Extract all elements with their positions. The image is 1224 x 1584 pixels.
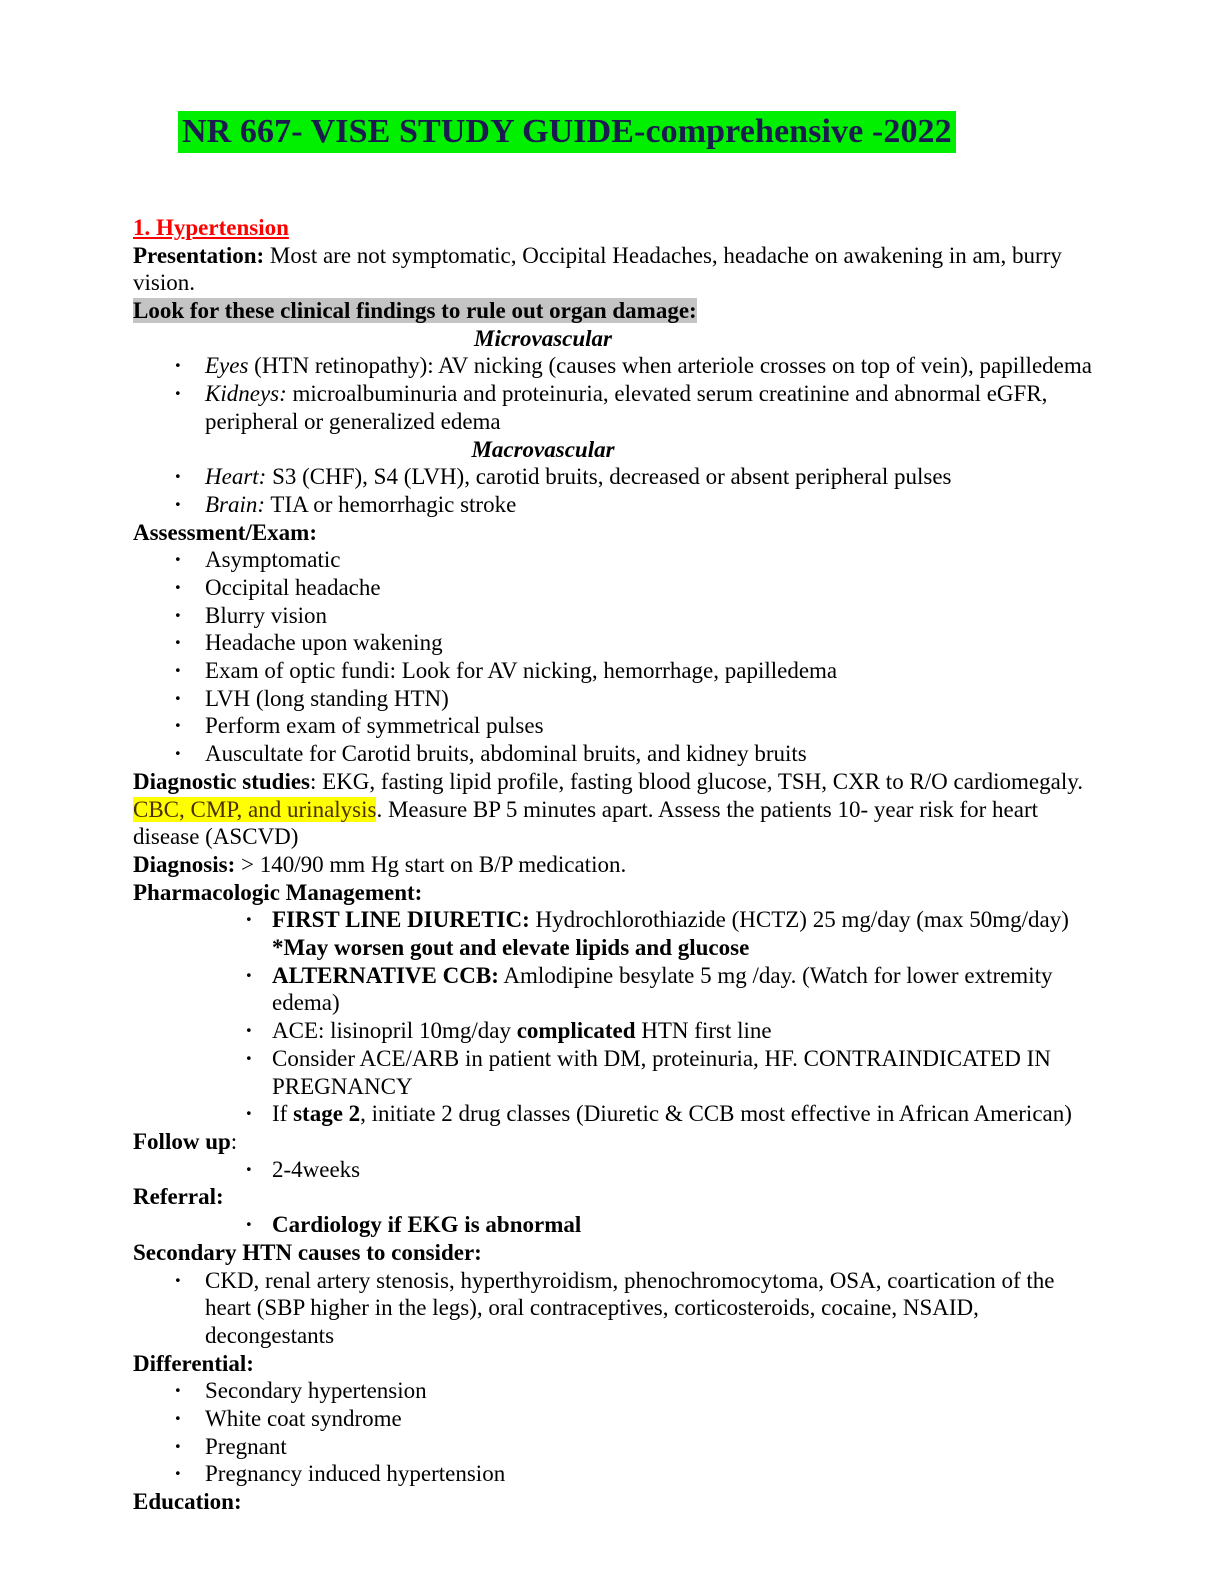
macrovascular-item-rest: S3 (CHF), S4 (LVH), carotid bruits, decr… bbox=[266, 464, 952, 490]
microvascular-item-lead: Kidneys: bbox=[205, 381, 287, 407]
presentation-text: Most are not symptomatic, Occipital Head… bbox=[133, 242, 1062, 296]
presentation-line: Presentation: Most are not symptomatic, … bbox=[133, 242, 1093, 297]
diagnostic-studies-part2: . Measure BP 5 minutes apart. Assess the… bbox=[133, 796, 1038, 850]
microvascular-item-rest: (HTN retinopathy): AV nicking (causes wh… bbox=[248, 353, 1092, 379]
assessment-label: Assessment/Exam: bbox=[133, 519, 317, 545]
referral-list: Cardiology if EKG is abnormal bbox=[133, 1211, 1093, 1239]
pharmacologic-management-label-line: Pharmacologic Management: bbox=[133, 879, 1093, 907]
macrovascular-item-lead: Heart: bbox=[205, 464, 267, 490]
list-item: Secondary hypertension bbox=[133, 1377, 1093, 1405]
microvascular-heading: Microvascular bbox=[474, 325, 612, 351]
diagnosis-label: Diagnosis: bbox=[133, 851, 236, 877]
diagnostic-studies-label: Diagnostic studies bbox=[133, 768, 310, 794]
education-label-line: Education: bbox=[133, 1488, 1093, 1516]
pharm-item-bold-lead: ALTERNATIVE CCB: bbox=[272, 962, 499, 988]
list-item: Consider ACE/ARB in patient with DM, pro… bbox=[133, 1045, 1093, 1100]
pharm-item-bold-mid: stage 2 bbox=[293, 1101, 361, 1127]
list-item: 2-4weeks bbox=[133, 1156, 1093, 1184]
follow-up-colon: : bbox=[230, 1128, 238, 1154]
list-item: ACE: lisinopril 10mg/day complicated HTN… bbox=[133, 1017, 1093, 1045]
list-item: Cardiology if EKG is abnormal bbox=[133, 1211, 1093, 1239]
list-item: White coat syndrome bbox=[133, 1405, 1093, 1433]
pharm-item-tail: HTN first line bbox=[635, 1018, 772, 1044]
differential-label: Differential: bbox=[133, 1350, 254, 1376]
section-heading-hypertension: 1. Hypertension bbox=[133, 214, 1093, 242]
pharm-item-bold-mid: *May worsen gout and elevate lipids and … bbox=[272, 935, 750, 961]
diagnosis-line: Diagnosis: > 140/90 mm Hg start on B/P m… bbox=[133, 851, 1093, 879]
macrovascular-heading: Macrovascular bbox=[471, 436, 615, 462]
assessment-list: Asymptomatic Occipital headache Blurry v… bbox=[133, 546, 1093, 768]
list-item: Occipital headache bbox=[133, 574, 1093, 602]
secondary-causes-label: Secondary HTN causes to consider: bbox=[133, 1239, 482, 1265]
diagnostic-studies-part1: : EKG, fasting lipid profile, fasting bl… bbox=[310, 768, 1083, 794]
diagnostic-studies-highlight: CBC, CMP, and urinalysis bbox=[133, 796, 377, 822]
pharm-item-rest: Consider ACE/ARB in patient with DM, pro… bbox=[272, 1045, 1051, 1099]
education-label: Education: bbox=[133, 1489, 242, 1515]
microvascular-item-lead: Eyes bbox=[205, 353, 249, 379]
differential-list: Secondary hypertension White coat syndro… bbox=[133, 1377, 1093, 1488]
follow-up-label-line: Follow up: bbox=[133, 1128, 1093, 1156]
page-title: NR 667- VISE STUDY GUIDE-comprehensive -… bbox=[178, 111, 1093, 153]
title-spacer bbox=[133, 152, 1093, 214]
follow-up-list: 2-4weeks bbox=[133, 1156, 1093, 1184]
macrovascular-item-rest: TIA or hemorrhagic stroke bbox=[265, 491, 517, 517]
list-item: Eyes (HTN retinopathy): AV nicking (caus… bbox=[133, 352, 1093, 380]
secondary-causes-label-line: Secondary HTN causes to consider: bbox=[133, 1239, 1093, 1267]
secondary-causes-list: CKD, renal artery stenosis, hyperthyroid… bbox=[133, 1267, 1093, 1350]
list-item: Kidneys: microalbuminuria and proteinuri… bbox=[133, 380, 1093, 435]
diagnosis-text: > 140/90 mm Hg start on B/P medication. bbox=[235, 851, 627, 877]
macrovascular-item-lead: Brain: bbox=[205, 491, 266, 517]
pharmacologic-management-list: FIRST LINE DIURETIC: Hydrochlorothiazide… bbox=[133, 906, 1093, 1128]
list-item: ALTERNATIVE CCB: Amlodipine besylate 5 m… bbox=[133, 962, 1093, 1017]
list-item: Asymptomatic bbox=[133, 546, 1093, 574]
macrovascular-list: Heart: S3 (CHF), S4 (LVH), carotid bruit… bbox=[133, 463, 1093, 518]
organ-damage-header-line: Look for these clinical findings to rule… bbox=[133, 297, 1093, 325]
organ-damage-header: Look for these clinical findings to rule… bbox=[133, 298, 697, 324]
presentation-label: Presentation: bbox=[133, 242, 265, 268]
document-body: NR 667- VISE STUDY GUIDE-comprehensive -… bbox=[133, 111, 1093, 1516]
microvascular-list: Eyes (HTN retinopathy): AV nicking (caus… bbox=[133, 352, 1093, 435]
differential-label-line: Differential: bbox=[133, 1350, 1093, 1378]
pharm-item-bold-lead: FIRST LINE DIURETIC: bbox=[272, 907, 530, 933]
list-item: Heart: S3 (CHF), S4 (LVH), carotid bruit… bbox=[133, 463, 1093, 491]
page-title-text: NR 667- VISE STUDY GUIDE-comprehensive -… bbox=[178, 111, 956, 153]
list-item: FIRST LINE DIURETIC: Hydrochlorothiazide… bbox=[133, 906, 1093, 961]
list-item: CKD, renal artery stenosis, hyperthyroid… bbox=[133, 1267, 1093, 1350]
referral-label: Referral: bbox=[133, 1184, 224, 1210]
list-item: Pregnancy induced hypertension bbox=[133, 1460, 1093, 1488]
pharm-item-rest: ACE: lisinopril 10mg/day bbox=[272, 1018, 517, 1044]
list-item: Perform exam of symmetrical pulses bbox=[133, 712, 1093, 740]
pharmacologic-management-label: Pharmacologic Management: bbox=[133, 879, 423, 905]
section-heading-text: 1. Hypertension bbox=[133, 215, 289, 241]
list-item: Exam of optic fundi: Look for AV nicking… bbox=[133, 657, 1093, 685]
pharm-item-bold-mid: complicated bbox=[516, 1018, 636, 1044]
list-item: Headache upon wakening bbox=[133, 629, 1093, 657]
pharm-item-rest: Amlodipine besylate 5 mg /day. (Watch fo… bbox=[272, 962, 1053, 1016]
pharm-item-rest: If bbox=[272, 1101, 294, 1127]
list-item: Pregnant bbox=[133, 1433, 1093, 1461]
referral-label-line: Referral: bbox=[133, 1183, 1093, 1211]
pharm-item-tail: , initiate 2 drug classes (Diuretic & CC… bbox=[360, 1101, 1072, 1127]
assessment-label-line: Assessment/Exam: bbox=[133, 519, 1093, 547]
list-item: If stage 2, initiate 2 drug classes (Diu… bbox=[133, 1100, 1093, 1128]
list-item: LVH (long standing HTN) bbox=[133, 685, 1093, 713]
microvascular-item-rest: microalbuminuria and proteinuria, elevat… bbox=[205, 381, 1048, 434]
diagnostic-studies-line: Diagnostic studies: EKG, fasting lipid p… bbox=[133, 768, 1093, 851]
follow-up-label: Follow up bbox=[133, 1128, 231, 1154]
list-item: Brain: TIA or hemorrhagic stroke bbox=[133, 491, 1093, 519]
pharm-item-rest: Hydrochlorothiazide (HCTZ) 25 mg/day (ma… bbox=[529, 907, 1069, 933]
list-item: Blurry vision bbox=[133, 602, 1093, 630]
list-item: Auscultate for Carotid bruits, abdominal… bbox=[133, 740, 1093, 768]
